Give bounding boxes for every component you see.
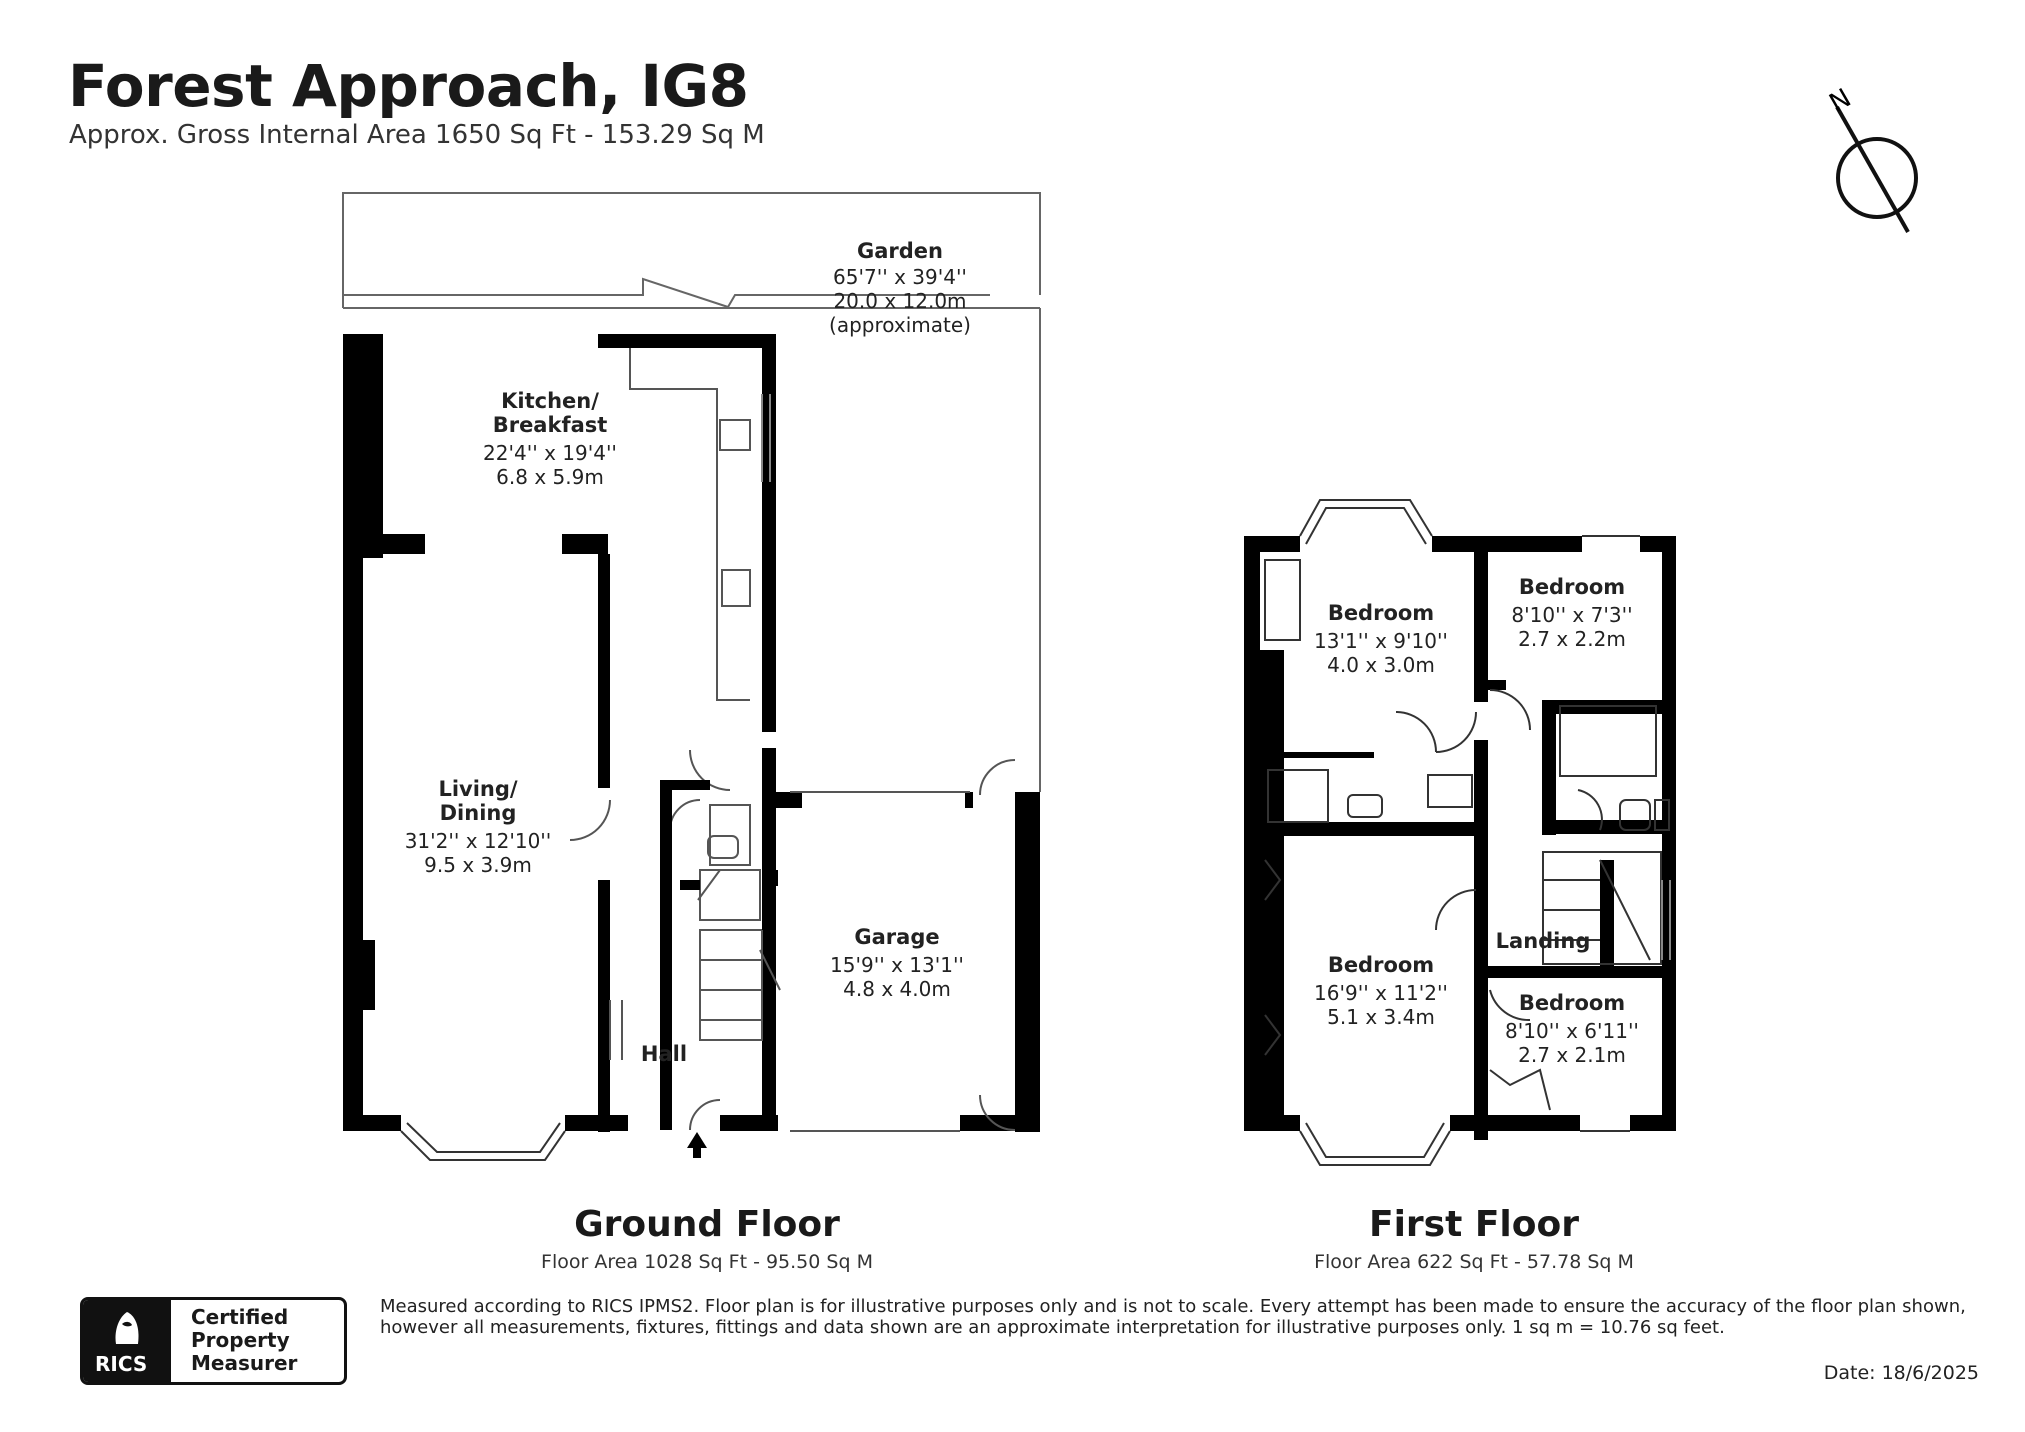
living-dim-imperial: 31'2'' x 12'10'' bbox=[405, 829, 552, 853]
lion-icon bbox=[115, 1312, 139, 1344]
garden-label: Garden bbox=[857, 239, 943, 263]
bedroom1-dim-imperial: 13'1'' x 9'10'' bbox=[1314, 629, 1448, 653]
living-dim-metric: 9.5 x 3.9m bbox=[424, 853, 532, 877]
kitchen-dim-imperial: 22'4'' x 19'4'' bbox=[483, 441, 617, 465]
rics-logo: RICS bbox=[83, 1300, 171, 1382]
first-floor-area: Floor Area 622 Sq Ft - 57.78 Sq M bbox=[1314, 1251, 1634, 1273]
garden-note: (approximate) bbox=[829, 313, 971, 337]
kitchen-dim-metric: 6.8 x 5.9m bbox=[496, 465, 604, 489]
bedroom3-dim-imperial: 16'9'' x 11'2'' bbox=[1314, 981, 1448, 1005]
ground-floor-plan bbox=[342, 192, 1041, 1161]
room-bedroom-1: Bedroom 13'1'' x 9'10'' 4.0 x 3.0m bbox=[1314, 601, 1448, 677]
bedroom4-dim-imperial: 8'10'' x 6'11'' bbox=[1505, 1019, 1639, 1043]
ground-floor-area: Floor Area 1028 Sq Ft - 95.50 Sq M bbox=[541, 1251, 873, 1273]
rics-badge-text: Certified Property Measurer bbox=[191, 1306, 297, 1375]
room-bedroom-2: Bedroom 8'10'' x 7'3'' 2.7 x 2.2m bbox=[1511, 575, 1632, 651]
plan-date: Date: 18/6/2025 bbox=[1823, 1362, 1979, 1384]
room-garage: Garage 15'9'' x 13'1'' 4.8 x 4.0m bbox=[830, 925, 964, 1001]
page-subtitle: Approx. Gross Internal Area 1650 Sq Ft -… bbox=[69, 120, 765, 150]
bedroom2-dim-metric: 2.7 x 2.2m bbox=[1518, 627, 1626, 651]
garage-label: Garage bbox=[854, 925, 939, 949]
room-garden: Garden 65'7'' x 39'4'' 20.0 x 12.0m (app… bbox=[829, 239, 971, 337]
room-bedroom-4: Bedroom 8'10'' x 6'11'' 2.7 x 2.1m bbox=[1505, 991, 1639, 1067]
ground-floor-title: Ground Floor bbox=[574, 1204, 840, 1245]
disclaimer-text: Measured according to RICS IPMS2. Floor … bbox=[380, 1296, 1966, 1338]
bedroom3-label: Bedroom bbox=[1328, 953, 1434, 977]
bedroom2-label: Bedroom bbox=[1519, 575, 1625, 599]
bedroom1-label: Bedroom bbox=[1328, 601, 1434, 625]
rics-badge-line1: Certified bbox=[191, 1305, 289, 1329]
rics-badge-line2: Property bbox=[191, 1328, 290, 1352]
garage-dim-metric: 4.8 x 4.0m bbox=[843, 977, 951, 1001]
compass-north-label: N bbox=[1825, 83, 1857, 119]
kitchen-label-line2: Breakfast bbox=[493, 413, 608, 437]
bedroom3-dim-metric: 5.1 x 3.4m bbox=[1327, 1005, 1435, 1029]
bedroom4-label: Bedroom bbox=[1519, 991, 1625, 1015]
room-bedroom-3: Bedroom 16'9'' x 11'2'' 5.1 x 3.4m bbox=[1314, 953, 1448, 1029]
bedroom2-dim-imperial: 8'10'' x 7'3'' bbox=[1511, 603, 1632, 627]
room-kitchen: Kitchen/ Breakfast 22'4'' x 19'4'' 6.8 x… bbox=[483, 389, 617, 489]
bedroom1-dim-metric: 4.0 x 3.0m bbox=[1327, 653, 1435, 677]
rics-badge: RICS Certified Property Measurer bbox=[80, 1297, 347, 1385]
compass-icon: N bbox=[1825, 83, 1918, 233]
bedroom4-dim-metric: 2.7 x 2.1m bbox=[1518, 1043, 1626, 1067]
living-label-line1: Living/ bbox=[438, 777, 517, 801]
kitchen-label-line1: Kitchen/ bbox=[501, 389, 599, 413]
first-floor-plan bbox=[1244, 499, 1676, 1166]
rics-badge-line3: Measurer bbox=[191, 1351, 298, 1375]
first-floor-title: First Floor bbox=[1368, 1204, 1579, 1245]
living-label-line2: Dining bbox=[440, 801, 517, 825]
hall-label: Hall bbox=[641, 1042, 687, 1066]
room-living: Living/ Dining 31'2'' x 12'10'' 9.5 x 3.… bbox=[405, 777, 552, 877]
page-title: Forest Approach, IG8 bbox=[68, 52, 749, 120]
garage-dim-imperial: 15'9'' x 13'1'' bbox=[830, 953, 964, 977]
garden-dim-metric: 20.0 x 12.0m bbox=[833, 289, 966, 313]
garden-dim-imperial: 65'7'' x 39'4'' bbox=[833, 265, 967, 289]
rics-logo-text: RICS bbox=[95, 1352, 148, 1376]
landing-label: Landing bbox=[1496, 929, 1591, 953]
